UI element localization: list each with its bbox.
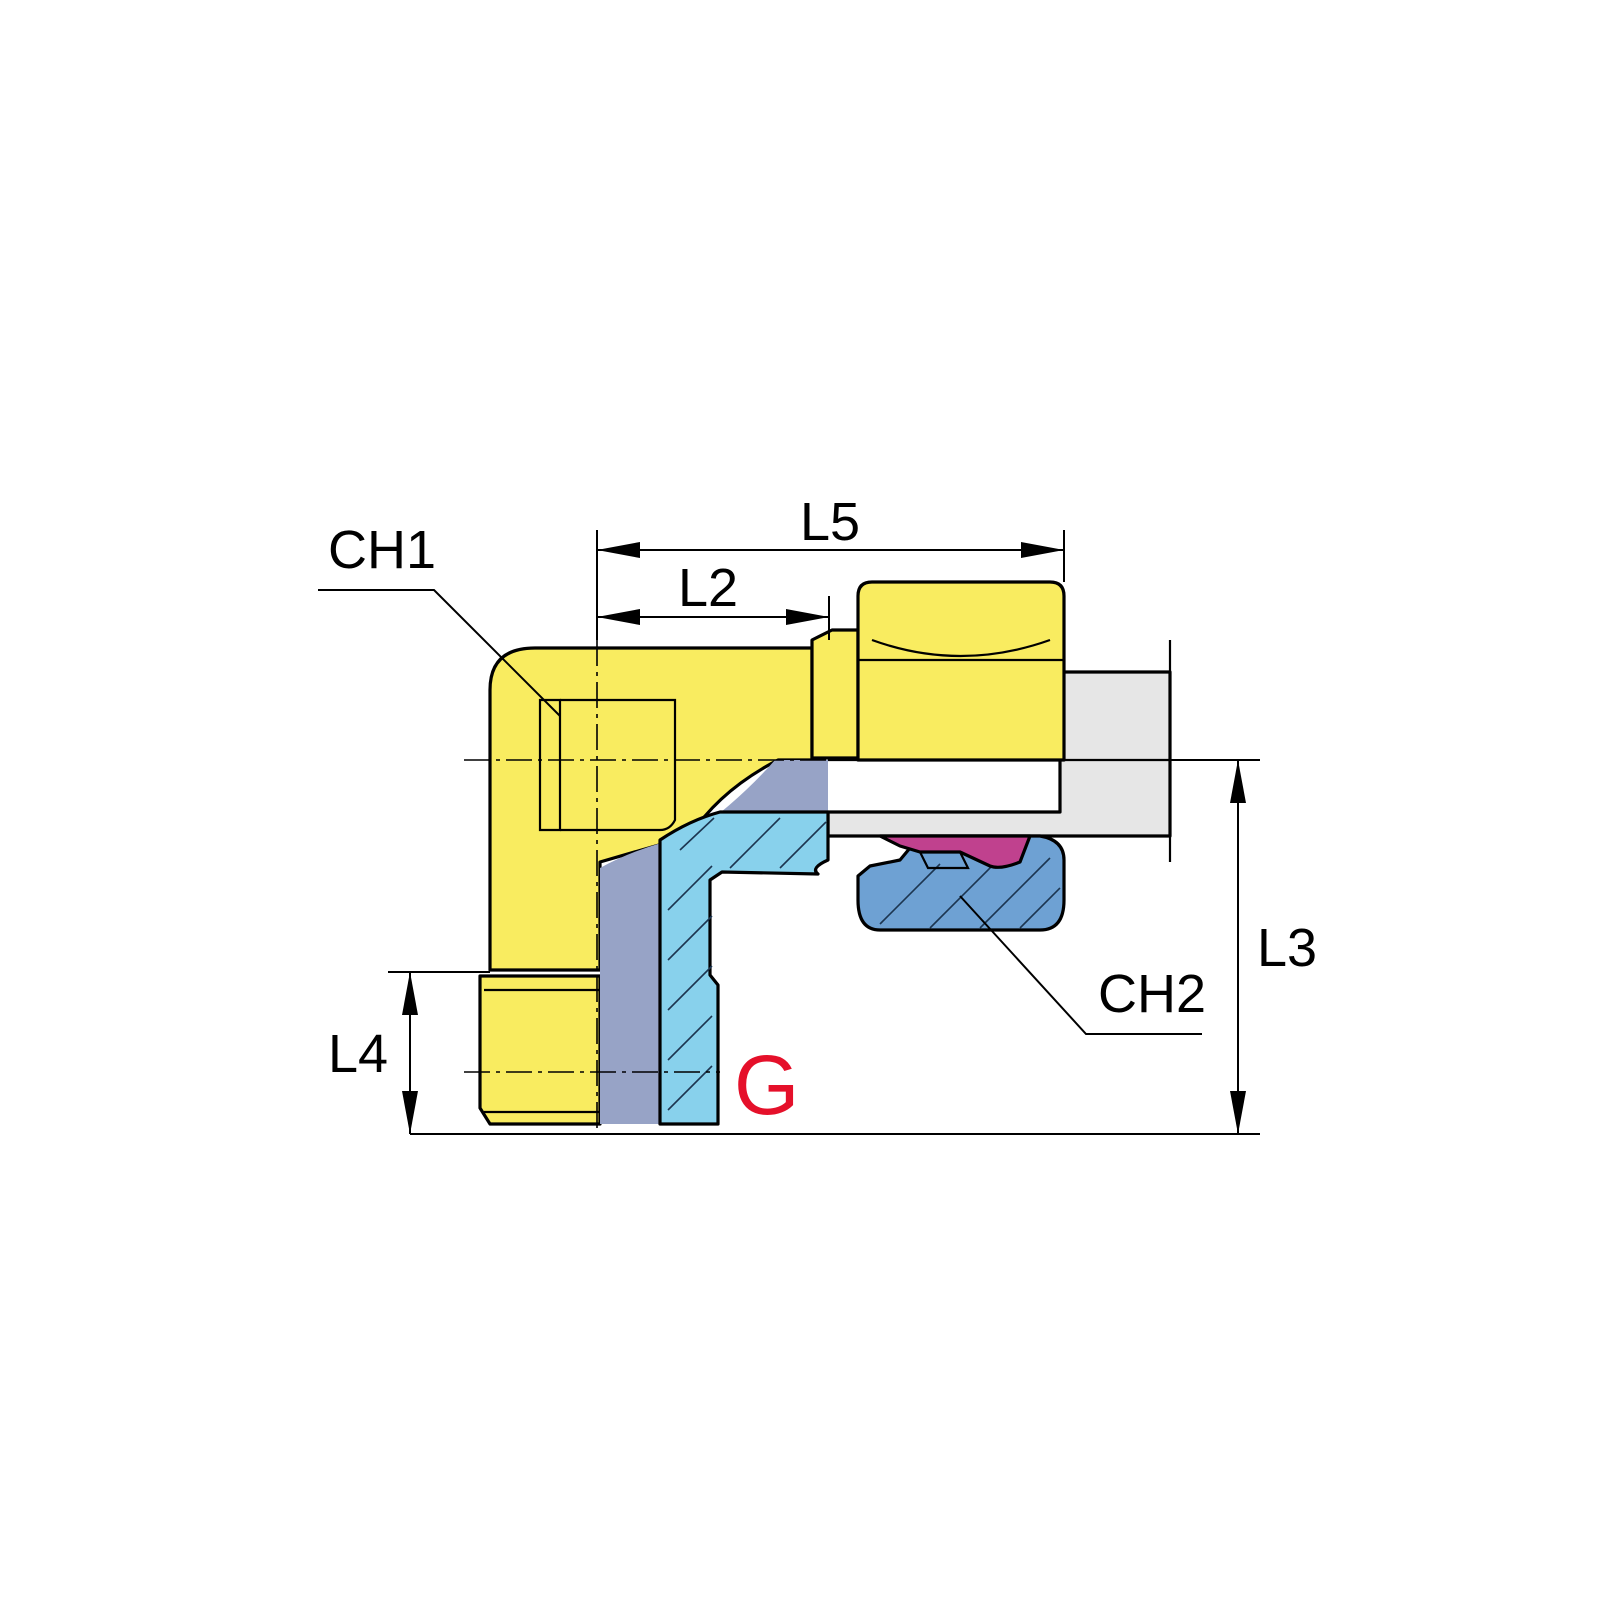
elbow-body — [478, 628, 860, 1126]
leader-ch1: CH1 — [318, 520, 561, 717]
label-g-thread: G — [734, 1038, 799, 1132]
label-l3: L3 — [1257, 918, 1317, 978]
label-ch2: CH2 — [1098, 964, 1206, 1024]
nut-hatching — [879, 857, 1061, 929]
section-hatching — [667, 817, 827, 1111]
body-section — [600, 760, 830, 1126]
label-l2: L2 — [678, 558, 738, 618]
center-lines — [464, 640, 1258, 1128]
label-l4: L4 — [328, 1024, 388, 1084]
union-nut — [856, 580, 1066, 932]
dimension-l3: L3 — [410, 759, 1317, 1135]
dimension-l5: L5 — [596, 492, 1065, 640]
label-ch1: CH1 — [328, 520, 436, 580]
leader-ch2: CH2 — [959, 895, 1206, 1035]
label-l5: L5 — [800, 492, 860, 552]
dimension-l2: L2 — [597, 558, 830, 640]
dimension-l4: L4 — [328, 971, 490, 1134]
